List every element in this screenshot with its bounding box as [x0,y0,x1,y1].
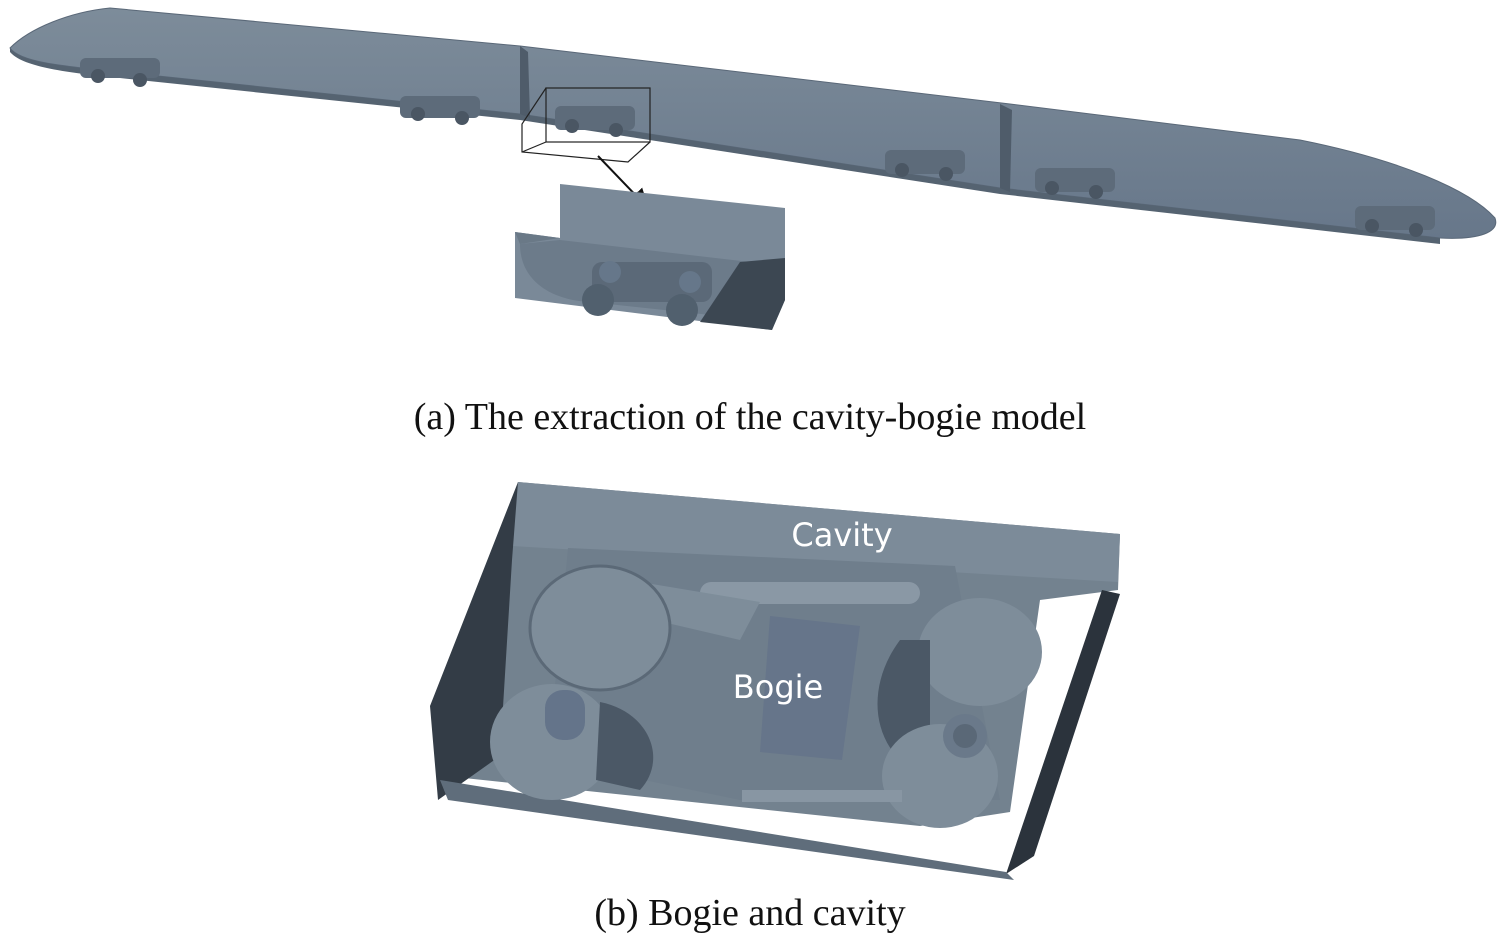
train-bogie-6 [1355,206,1435,237]
selection-box [521,87,651,163]
bogie-model [490,548,1042,828]
car-joint-2 [1000,104,1012,192]
extracted-cavity-block [515,184,785,330]
wheel-front-left [528,564,672,692]
caption-a: (a) The extraction of the cavity-bogie m… [413,396,1087,438]
train-underside [10,48,1440,244]
panel-b-cavity-bogie: Cavity Bogie [430,482,1120,880]
train-bogie-2 [400,96,480,125]
panel-a-train-model [9,7,1497,330]
wheel-rear-right [882,714,998,828]
label-cavity: Cavity [791,516,892,554]
train-bogie-1 [80,58,160,87]
train-bogie-3 [555,106,635,137]
train-bogie-5 [1035,168,1115,199]
label-bogie: Bogie [733,668,823,706]
train-body [9,7,1497,239]
caption-b: (b) Bogie and cavity [594,892,906,934]
car-joint-1 [520,46,530,118]
cavity-right-wall [1006,590,1120,874]
extracted-bogie [582,261,712,326]
train-bogie-4 [885,150,965,181]
